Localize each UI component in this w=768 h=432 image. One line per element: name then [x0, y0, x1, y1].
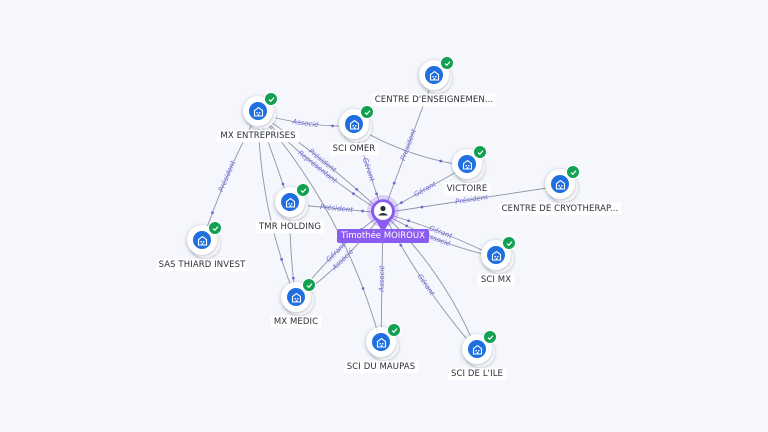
- company-node-mx-entreprises[interactable]: MX ENTREPRISES: [183, 92, 333, 166]
- edge-line: [382, 185, 561, 214]
- building-icon: [193, 231, 211, 249]
- edge-arrow: [291, 276, 295, 280]
- edge-line: [257, 112, 384, 214]
- edge-arrow: [405, 224, 409, 228]
- building-icon: [551, 175, 569, 193]
- edge-line: [257, 112, 384, 214]
- company-node-sci-de-lile[interactable]: SCI DE L'ILE: [402, 330, 552, 404]
- edge-line: [382, 212, 478, 352]
- building-icon: [487, 246, 505, 264]
- company-node-sci-du-maupas[interactable]: SCI DU MAUPAS: [306, 323, 456, 397]
- company-node-circle: [419, 56, 454, 93]
- company-node-centre-cryotherapie[interactable]: CENTRE DE CRYOTHERAP...: [485, 165, 635, 239]
- verified-check-icon: [387, 323, 401, 337]
- edge-arrow: [392, 181, 396, 185]
- edge-arrow: [361, 209, 364, 213]
- edge-label: Associé: [378, 265, 386, 293]
- edge-arrow: [400, 201, 403, 205]
- verified-check-icon: [473, 145, 487, 159]
- edge-arrow: [420, 205, 424, 209]
- company-node-circle: [481, 236, 516, 273]
- edge-label: Président: [320, 203, 354, 214]
- company-node-sci-mx[interactable]: SCI MX: [421, 236, 571, 310]
- company-node-label: MX MEDIC: [270, 316, 322, 328]
- company-node-circle: [243, 92, 278, 129]
- company-node-sas-thiard[interactable]: SAS THIARD INVEST: [127, 221, 277, 295]
- company-node-circle: [545, 165, 580, 202]
- building-icon: [425, 66, 443, 84]
- edge-arrow: [211, 211, 214, 215]
- company-node-label: SAS THIARD INVEST: [155, 259, 249, 271]
- verified-check-icon: [566, 165, 580, 179]
- edge-arrow: [331, 124, 334, 128]
- building-icon: [281, 193, 299, 211]
- company-node-label: CENTRE DE CRYOTHERAP...: [498, 203, 622, 215]
- verified-check-icon: [264, 92, 278, 106]
- company-node-label: SCI OMER: [329, 143, 379, 155]
- edge-arrow: [281, 182, 285, 186]
- edge-arrow: [375, 192, 379, 196]
- edge-arrow: [280, 257, 283, 261]
- verified-check-icon: [302, 278, 316, 292]
- verified-check-icon: [208, 221, 222, 235]
- company-node-label: SCI MX: [477, 274, 515, 286]
- company-node-victoire[interactable]: VICTOIRE: [392, 145, 542, 219]
- verified-check-icon: [502, 236, 516, 250]
- company-node-circle: [462, 330, 497, 367]
- company-node-mx-medic[interactable]: MX MEDIC: [221, 278, 371, 352]
- company-node-label: MX ENTREPRISES: [217, 130, 299, 142]
- building-icon: [287, 288, 305, 306]
- edge-arrow: [361, 286, 365, 290]
- verified-check-icon: [296, 183, 310, 197]
- person-name-label: Timothée MOIROUX: [337, 229, 429, 243]
- edge-line: [382, 76, 435, 214]
- edge-label: Associé: [291, 118, 320, 130]
- company-node-label: TMR HOLDING: [255, 221, 325, 233]
- person-pin-icon: [366, 195, 400, 235]
- company-node-label: CENTRE D'ENSEIGNEMEN...: [371, 94, 497, 106]
- edge-arrow: [355, 187, 359, 191]
- company-node-centre-enseignement[interactable]: CENTRE D'ENSEIGNEMEN...: [359, 56, 509, 130]
- edge-arrow: [407, 219, 411, 223]
- company-node-label: SCI DE L'ILE: [447, 368, 507, 380]
- company-node-label: SCI DU MAUPAS: [343, 361, 419, 373]
- company-node-tmr-holding[interactable]: TMR HOLDING: [215, 183, 365, 257]
- edge-arrow: [351, 192, 355, 196]
- company-node-circle: [187, 221, 222, 258]
- building-icon: [249, 102, 267, 120]
- building-icon: [372, 333, 390, 351]
- verified-check-icon: [360, 105, 374, 119]
- company-node-label: VICTOIRE: [443, 183, 491, 195]
- building-icon: [458, 155, 476, 173]
- building-icon: [345, 115, 363, 133]
- company-node-circle: [339, 105, 374, 142]
- company-node-circle: [452, 145, 487, 182]
- company-node-circle: [275, 183, 310, 220]
- building-icon: [468, 340, 486, 358]
- edge-arrow: [399, 243, 403, 247]
- company-node-sci-omer[interactable]: SCI OMER: [279, 105, 429, 179]
- center-person-node[interactable]: Timothée MOIROUX: [333, 195, 433, 245]
- company-node-circle: [281, 278, 316, 315]
- verified-check-icon: [483, 330, 497, 344]
- edge-arrow: [439, 159, 443, 163]
- company-node-circle: [366, 323, 401, 360]
- verified-check-icon: [440, 56, 454, 70]
